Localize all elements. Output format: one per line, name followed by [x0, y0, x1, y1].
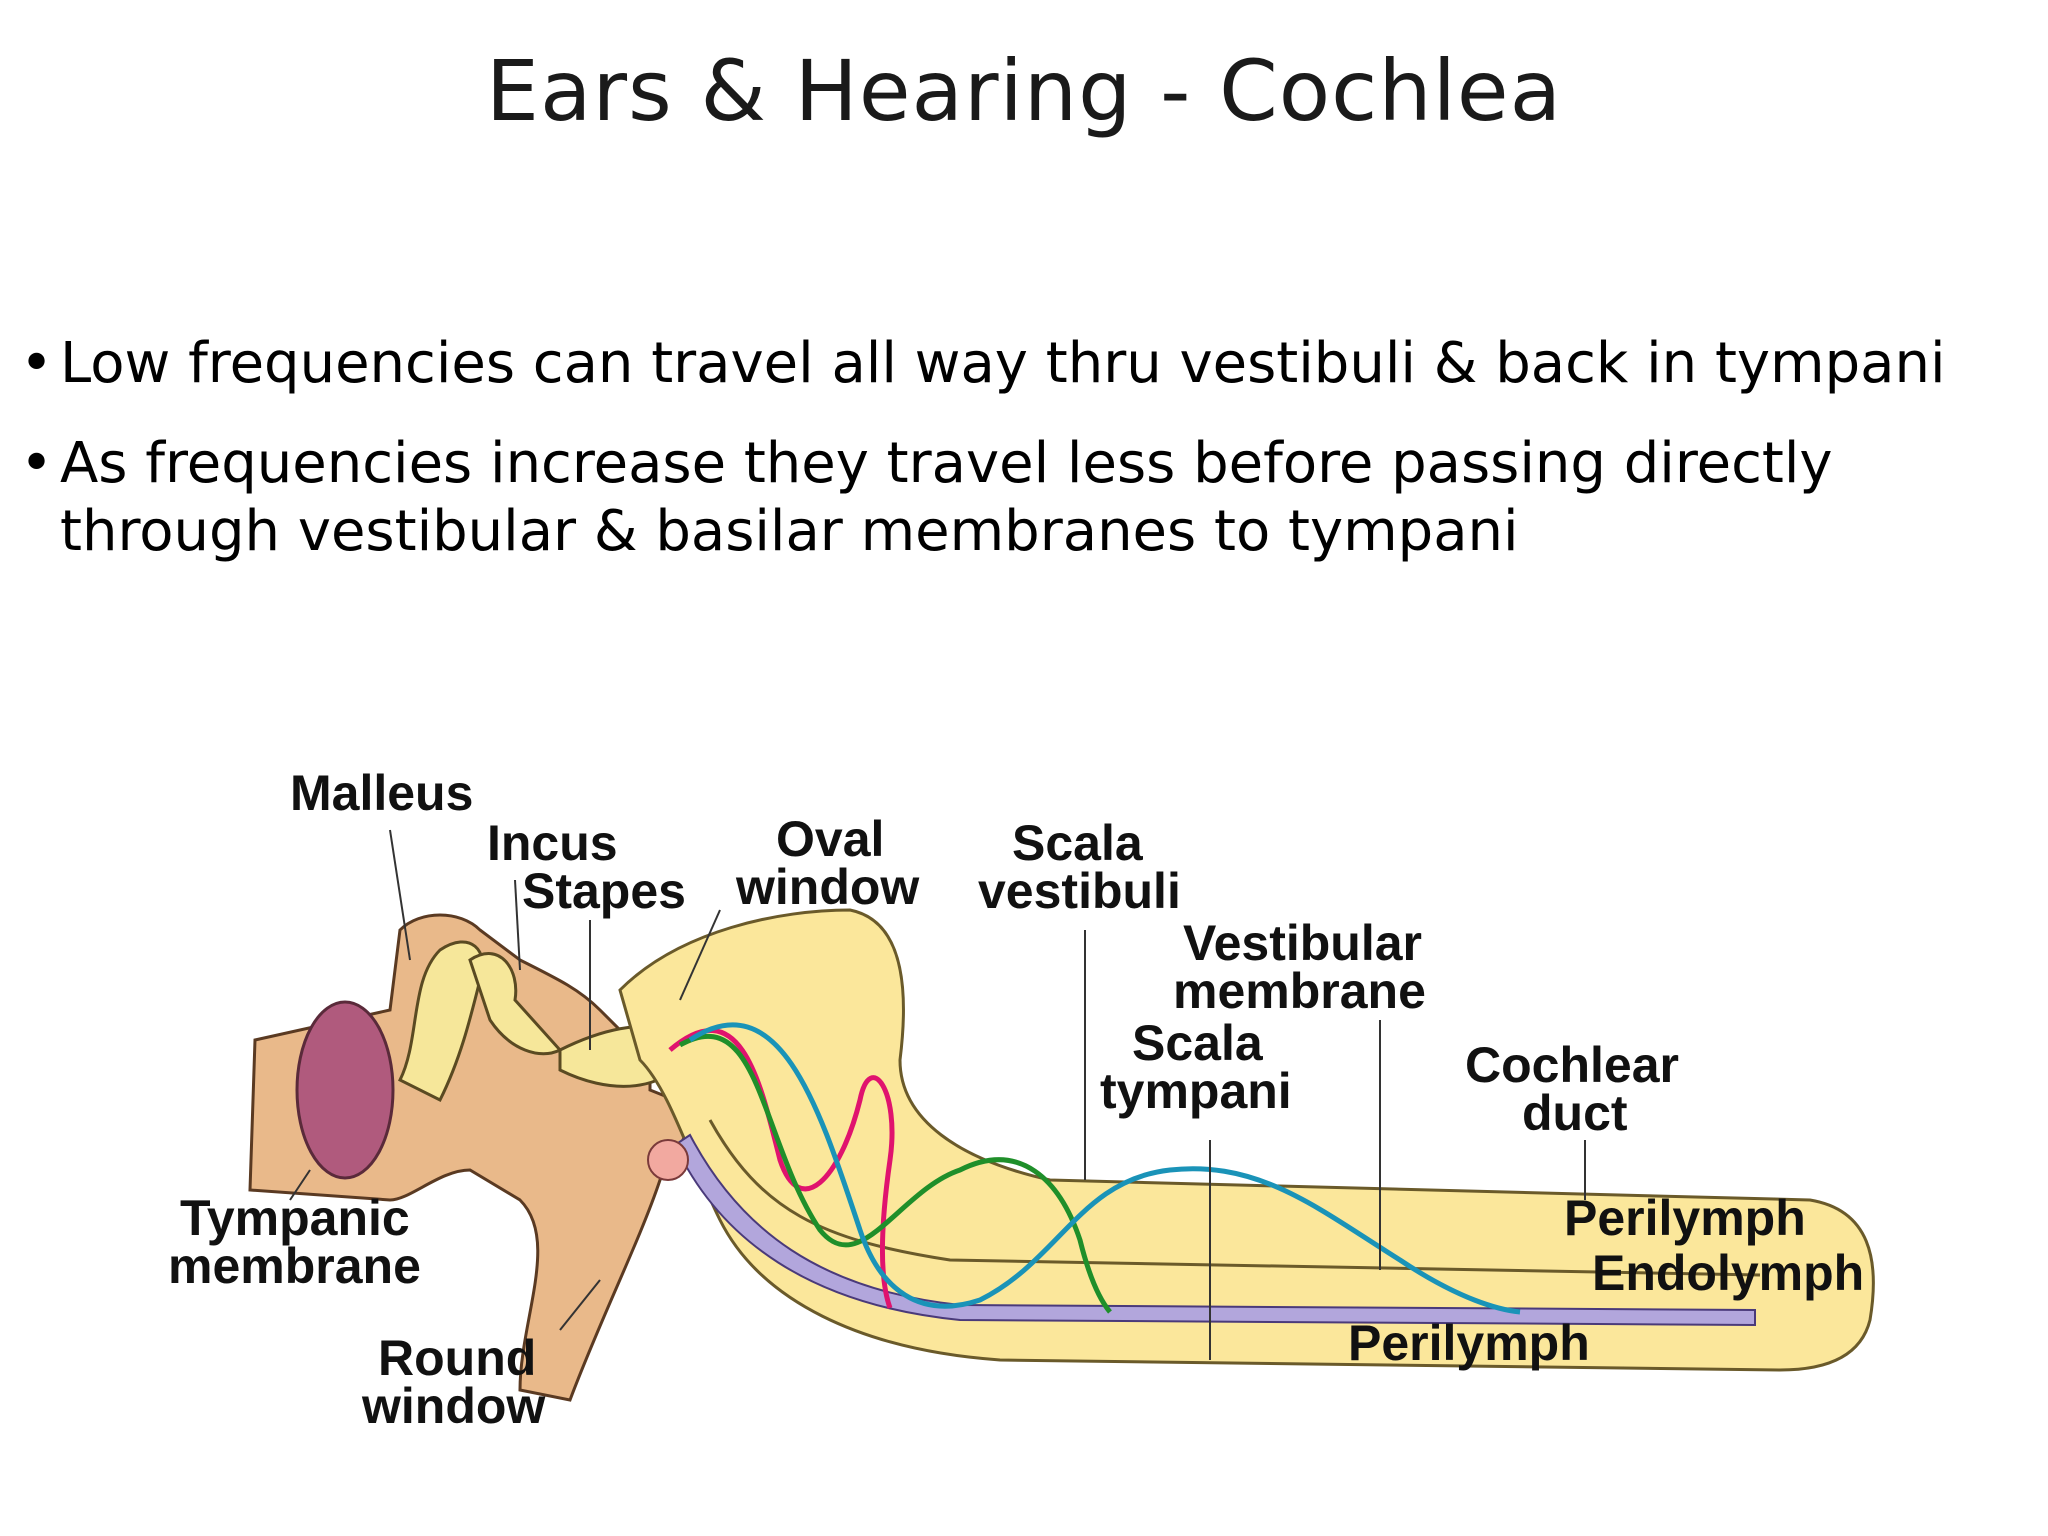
label-vestibular-membrane-line2: membrane [1173, 963, 1426, 1019]
label-malleus: Malleus [290, 765, 473, 821]
label-round-window-line2: window [361, 1378, 545, 1434]
label-perilymph-bottom: Perilymph [1348, 1315, 1590, 1371]
label-incus: Incus [487, 815, 618, 871]
wave-magenta-line [668, 1027, 895, 1309]
bullet-dot: • [20, 431, 54, 496]
wave-teal-line [688, 1022, 1521, 1315]
bullet-text: As frequencies increase they travel less… [60, 431, 1833, 564]
label-cochlear-duct-line2: duct [1522, 1085, 1628, 1141]
label-scala-tympani-line1: Scala [1132, 1015, 1264, 1071]
basilar-membrane-shape [673, 1133, 1756, 1327]
bullet-text: Low frequencies can travel all way thru … [60, 331, 1946, 396]
malleus-shape [397, 940, 485, 1103]
round-window-shape [647, 1139, 689, 1181]
label-scala-vestibuli-line2: vestibuli [978, 863, 1181, 919]
label-stapes: Stapes [522, 863, 686, 919]
label-tympanic-membrane-line1: Tympanic [180, 1190, 410, 1246]
leader-lines [289, 829, 1586, 1360]
label-scala-vestibuli-line1: Scala [1012, 815, 1144, 871]
tympanic-membrane-shape [295, 1000, 395, 1180]
label-endolymph: Endolymph [1592, 1245, 1864, 1301]
incus-shape [468, 952, 563, 1056]
label-oval-window-line2: window [735, 859, 919, 915]
vestibular-membrane-line [708, 1119, 1761, 1277]
bullet-list: • Low frequencies can travel all way thr… [18, 330, 2028, 598]
label-cochlear-duct-line1: Cochlear [1465, 1037, 1679, 1093]
slide-title: Ears & Hearing - Cochlea [485, 42, 1563, 140]
cochlea-shape [618, 908, 1875, 1372]
label-perilymph-top: Perilymph [1564, 1190, 1806, 1246]
bullet-item: • As frequencies increase they travel le… [18, 430, 2028, 566]
bullet-dot: • [20, 331, 54, 396]
label-scala-tympani-line2: tympani [1100, 1063, 1292, 1119]
label-tympanic-membrane-line2: membrane [168, 1238, 421, 1294]
bullet-item: • Low frequencies can travel all way thr… [18, 330, 2028, 398]
cochlea-diagram: Malleus Incus Stapes Oval window Scala v… [168, 765, 1875, 1434]
label-oval-window-line1: Oval [776, 811, 884, 867]
label-vestibular-membrane-line1: Vestibular [1183, 915, 1422, 971]
label-round-window-line1: Round [378, 1330, 536, 1386]
wave-green-line [678, 1034, 1112, 1314]
